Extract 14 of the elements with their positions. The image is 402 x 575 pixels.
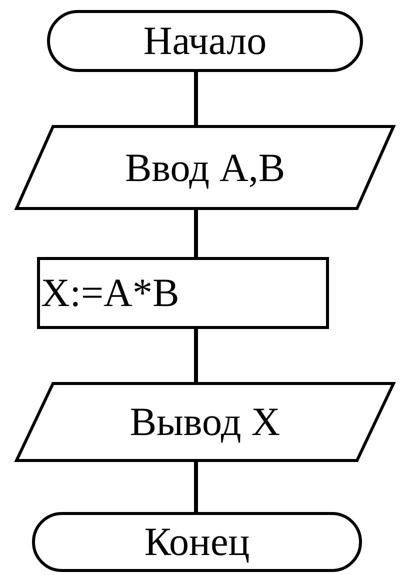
node-label: Начало bbox=[143, 21, 267, 61]
node-label: Вывод X bbox=[130, 402, 280, 442]
connector-line bbox=[194, 210, 198, 257]
terminator-shape bbox=[47, 10, 363, 72]
process-box bbox=[37, 257, 329, 329]
connector-line bbox=[194, 462, 198, 512]
input-output-parallelogram bbox=[15, 125, 395, 210]
terminator-shape bbox=[32, 512, 362, 572]
connector-line bbox=[194, 329, 198, 382]
node-label: Конец bbox=[144, 522, 250, 562]
input-output-parallelogram bbox=[15, 382, 395, 462]
node-label: Ввод A,B bbox=[124, 148, 286, 188]
node-label: X:=A*B bbox=[41, 273, 180, 313]
connector-line bbox=[194, 72, 198, 125]
